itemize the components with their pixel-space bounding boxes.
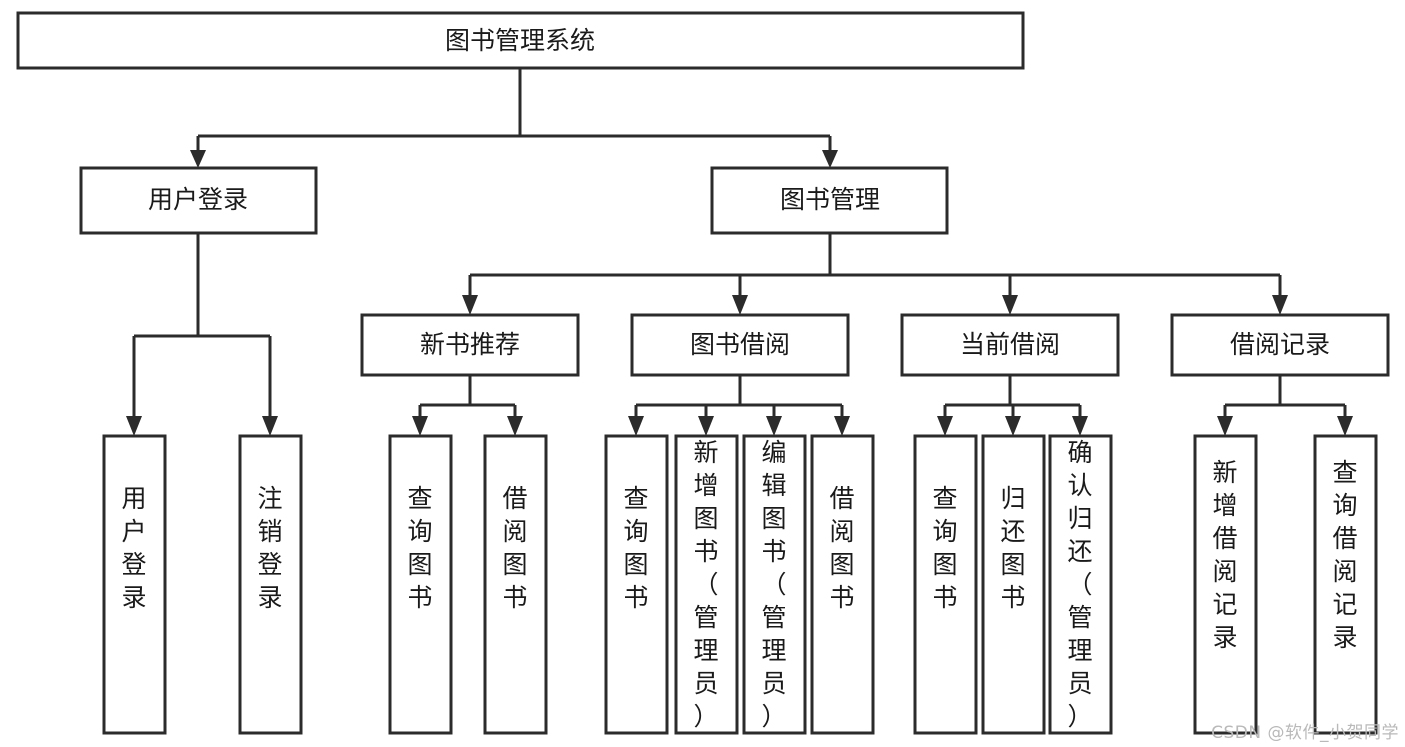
node-book-manage[interactable]: 图书管理 [710,166,949,235]
node-leaf-query-book-2-box[interactable] [604,434,669,735]
node-leaf-add-book-box[interactable] [674,434,739,735]
node-book-borrow-box[interactable] [630,313,850,377]
node-leaf-add-record-label: 新增借阅记录 [1212,458,1237,652]
node-leaf-query-book-2[interactable]: 查询图书 [604,434,669,735]
node-leaf-add-book[interactable]: 新增图书（管理员） [674,434,739,735]
node-leaf-query-book-3-box[interactable] [913,434,978,735]
node-leaf-query-record[interactable]: 查询借阅记录 [1313,434,1378,735]
node-new-book-rec-label: 新书推荐 [420,330,520,359]
node-leaf-borrow-book-2-box[interactable] [810,434,875,735]
node-leaf-logout-login-label: 注销登录 [257,484,282,612]
node-leaf-user-login-label: 用户登录 [121,484,146,612]
node-book-borrow-label: 图书借阅 [690,330,790,359]
connector-bookmanage-to-level3 [462,233,1288,315]
node-user-login-label: 用户登录 [148,185,248,214]
node-leaf-borrow-book-1-label: 借阅图书 [502,484,527,612]
connector-borrowrecord-to-leaves [1217,375,1353,436]
node-leaf-confirm-return-label: 确认归还（管理员） [1067,438,1092,731]
node-leaf-query-record-label: 查询借阅记录 [1332,458,1357,652]
node-leaf-edit-book[interactable]: 编辑图书（管理员） [742,434,807,735]
node-leaf-edit-book-box[interactable] [742,434,807,735]
node-leaf-return-book-box[interactable] [981,434,1046,735]
node-leaf-query-book-3[interactable]: 查询图书 [913,434,978,735]
node-leaf-query-book-1-label: 查询图书 [407,484,432,612]
node-leaf-user-login[interactable]: 用户登录 [102,434,167,735]
node-current-borrow-label: 当前借阅 [960,330,1060,359]
node-leaf-borrow-book-1-box[interactable] [483,434,548,735]
node-new-book-rec[interactable]: 新书推荐 [360,313,580,377]
node-leaf-add-record[interactable]: 新增借阅记录 [1193,434,1258,735]
node-leaf-query-book-1-box[interactable] [388,434,453,735]
connector-bookborrow-to-leaves [628,375,850,436]
node-leaf-borrow-book-2-label: 借阅图书 [829,484,854,612]
node-borrow-record-label: 借阅记录 [1230,330,1330,359]
node-leaf-return-book[interactable]: 归还图书 [981,434,1046,735]
node-new-book-rec-box[interactable] [360,313,580,377]
node-leaf-query-record-box[interactable] [1313,434,1378,735]
node-leaf-borrow-book-1[interactable]: 借阅图书 [483,434,548,735]
node-leaf-user-login-box[interactable] [102,434,167,735]
node-book-manage-box[interactable] [710,166,949,235]
node-root[interactable]: 图书管理系统 [16,11,1025,70]
connector-root-to-level2 [190,68,838,168]
node-leaf-query-book-2-label: 查询图书 [623,484,648,612]
node-root-label: 图书管理系统 [445,26,595,55]
connector-currentborrow-to-leaves [937,375,1088,436]
node-book-manage-label: 图书管理 [780,185,880,214]
node-user-login-box[interactable] [79,166,318,235]
node-leaf-return-book-label: 归还图书 [1000,484,1025,612]
node-leaf-logout-login[interactable]: 注销登录 [238,434,303,735]
node-current-borrow-box[interactable] [900,313,1120,377]
node-current-borrow[interactable]: 当前借阅 [900,313,1120,377]
node-leaf-logout-login-box[interactable] [238,434,303,735]
node-borrow-record-box[interactable] [1170,313,1390,377]
connector-newbook-to-leaves [412,375,523,436]
node-leaf-query-book-3-label: 查询图书 [932,484,957,612]
node-leaf-query-book-1[interactable]: 查询图书 [388,434,453,735]
node-leaf-borrow-book-2[interactable]: 借阅图书 [810,434,875,735]
node-book-borrow[interactable]: 图书借阅 [630,313,850,377]
node-leaf-confirm-return-box[interactable] [1048,434,1113,735]
node-leaf-add-record-box[interactable] [1193,434,1258,735]
node-borrow-record[interactable]: 借阅记录 [1170,313,1390,377]
node-root-box[interactable] [16,11,1025,70]
connector-userlogin-to-leaves [126,233,278,436]
node-leaf-add-book-label: 新增图书（管理员） [693,438,718,731]
node-leaf-edit-book-label: 编辑图书（管理员） [761,438,786,731]
node-leaf-confirm-return[interactable]: 确认归还（管理员） [1048,434,1113,735]
node-user-login[interactable]: 用户登录 [79,166,318,235]
csdn-watermark: CSDN @软件_小贺同学 [1211,723,1399,743]
